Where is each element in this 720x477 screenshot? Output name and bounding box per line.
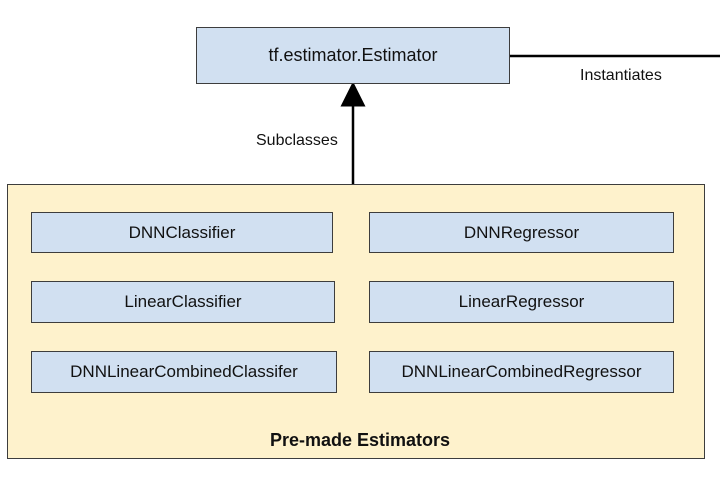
estimator-label: LinearClassifier bbox=[124, 292, 242, 311]
estimator-label: DNNRegressor bbox=[463, 222, 580, 242]
estimator-base-class-box: tf.estimator.Estimator bbox=[196, 27, 510, 84]
estimator-box-linear-classifier: LinearClassifier bbox=[31, 281, 335, 323]
estimator-box-dnn-classifier: DNNClassifier bbox=[31, 212, 333, 253]
instantiates-label: Instantiates bbox=[580, 67, 662, 84]
estimator-base-class-label: tf.estimator.Estimator bbox=[268, 45, 438, 65]
estimator-box-dnn-regressor: DNNRegressor bbox=[369, 212, 674, 253]
estimator-label: DNNLinearCombinedClassifer bbox=[70, 362, 298, 381]
estimator-label: LinearRegressor bbox=[458, 292, 585, 311]
estimator-box-linear-regressor: LinearRegressor bbox=[369, 281, 674, 323]
subclasses-label: Subclasses bbox=[256, 132, 338, 149]
estimator-label: DNNClassifier bbox=[128, 222, 236, 242]
estimator-box-dnn-linear-combined-regressor: DNNLinearCombinedRegressor bbox=[369, 351, 674, 393]
premade-estimators-title: Pre-made Estimators bbox=[269, 430, 451, 450]
estimator-box-dnn-linear-combined-classifier: DNNLinearCombinedClassifer bbox=[31, 351, 337, 393]
estimator-label: DNNLinearCombinedRegressor bbox=[401, 362, 642, 381]
